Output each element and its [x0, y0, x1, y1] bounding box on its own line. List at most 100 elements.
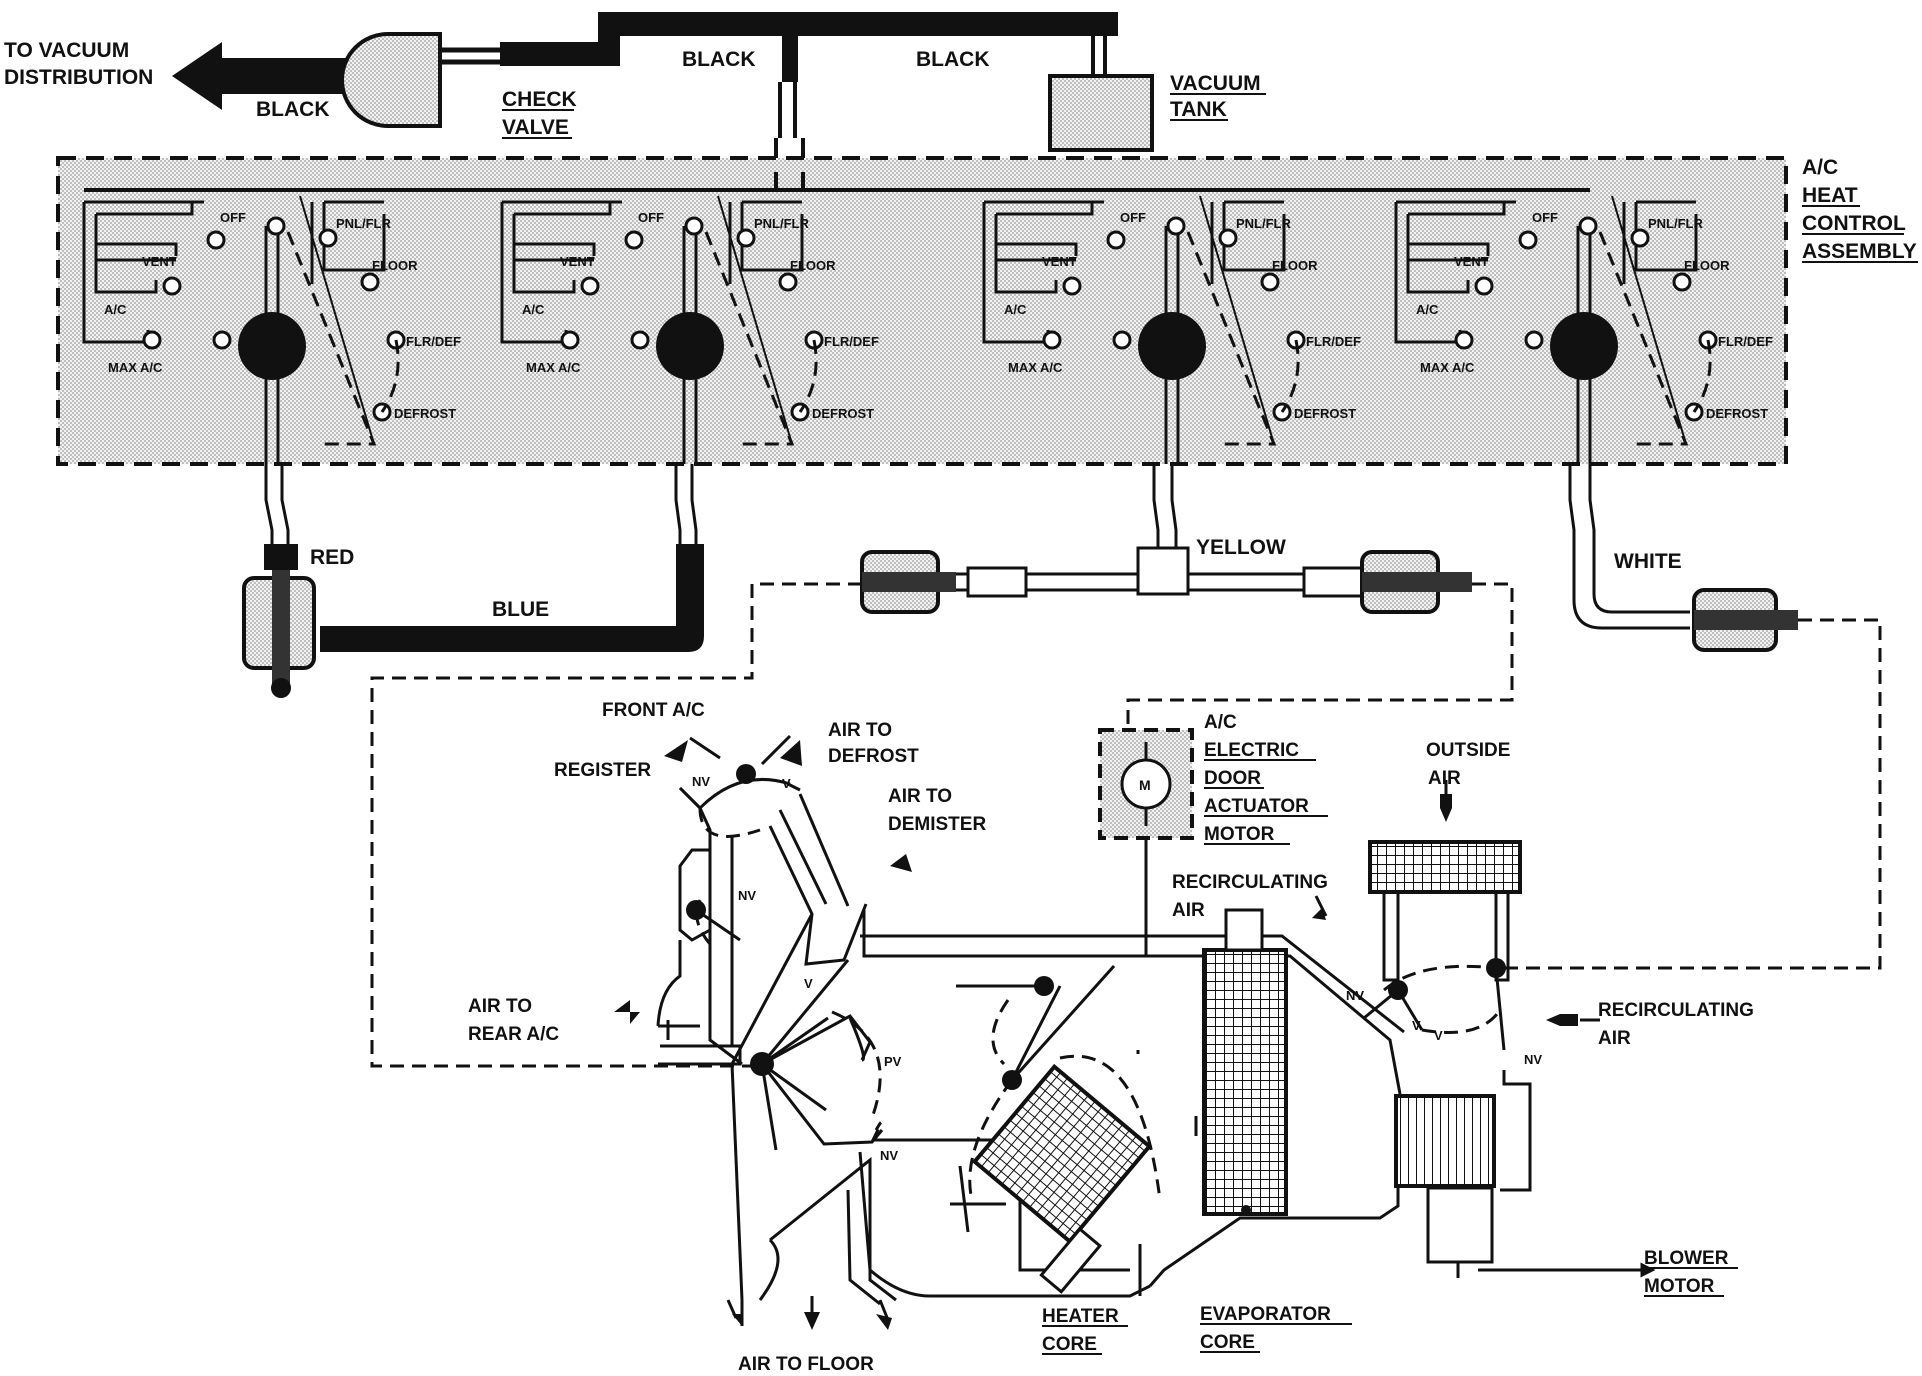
switch-label-off-2: OFF [638, 210, 664, 225]
evaporator-core [1202, 948, 1288, 1216]
label-outside-air: AIR [1428, 768, 1461, 789]
label-heater-core: CORE [1042, 1334, 1097, 1355]
label-panel-ac: A/C [1802, 156, 1838, 179]
switch-label-max-ac-4: MAX A/C [1420, 360, 1475, 375]
label-tank: TANK [1170, 98, 1227, 121]
label-air-to-rear-1: AIR TO [468, 996, 532, 1017]
air-ducts [656, 734, 1532, 1326]
rotary-knob-4 [1550, 312, 1618, 380]
blower-motor [1426, 1186, 1494, 1264]
rotary-knob-1 [238, 312, 306, 380]
switch-label-floor-1: FLOOR [372, 258, 418, 273]
arrow-to-vacuum-distribution [172, 42, 372, 110]
label-nv-2: NV [738, 888, 756, 903]
black-hose [500, 12, 1118, 82]
label-blower-motor: MOTOR [1644, 1276, 1715, 1297]
blue-hose [320, 544, 704, 652]
label-black-left: BLACK [256, 98, 330, 121]
check-valve [340, 32, 442, 128]
switch-label-max-ac-1: MAX A/C [108, 360, 163, 375]
switch-label-flr-def-1: FLR/DEF [406, 334, 461, 349]
label-white: WHITE [1614, 550, 1682, 573]
label-nv-3: NV [880, 1148, 898, 1163]
switch-label-floor-2: FLOOR [790, 258, 836, 273]
switch-label-ac-1: A/C [104, 302, 127, 317]
heater-core [971, 1063, 1153, 1294]
label-motor: MOTOR [1204, 824, 1275, 845]
label-assembly: ASSEMBLY [1802, 240, 1917, 263]
label-yellow: YELLOW [1196, 536, 1286, 559]
label-evaporator: EVAPORATOR [1200, 1304, 1331, 1325]
switch-label-floor-3: FLOOR [1272, 258, 1318, 273]
label-control: CONTROL [1802, 212, 1906, 235]
blower-wheel [1394, 1094, 1496, 1188]
switch-label-floor-4: FLOOR [1684, 258, 1730, 273]
outside-air-inlet [1368, 840, 1522, 894]
label-air-to-demister-1: AIR TO [888, 786, 952, 807]
label-valve: VALVE [502, 116, 569, 139]
switch-label-defrost-3: DEFROST [1294, 406, 1356, 421]
label-front-ac: FRONT A/C [602, 700, 705, 721]
label-actuator: ACTUATOR [1204, 796, 1309, 817]
switch-label-ac-3: A/C [1004, 302, 1027, 317]
selector-switch-4: OFF PNL/FLR VENT FLOOR A/C FLR/DEF MAX A/C DEFR… [1394, 195, 1773, 464]
label-nv-5: NV [1524, 1052, 1542, 1067]
switch-label-defrost-1: DEFROST [394, 406, 456, 421]
label-to-vacuum: TO VACUUM [4, 39, 129, 62]
switch-label-vent-4: VENT [1454, 254, 1489, 269]
switch-label-flr-def-4: FLR/DEF [1718, 334, 1773, 349]
label-vacuum: VACUUM [1170, 72, 1261, 95]
label-recirculating-1: RECIRCULATING [1172, 872, 1328, 893]
actuator-motor-icon: M [1139, 777, 1151, 793]
label-air-to-floor: AIR TO FLOOR [738, 1354, 874, 1375]
switch-label-defrost-2: DEFROST [812, 406, 874, 421]
switch-label-vent-2: VENT [560, 254, 595, 269]
label-heat: HEAT [1802, 184, 1858, 207]
switch-label-pnl-flr-3: PNL/FLR [1236, 216, 1291, 231]
label-v-3: V [1412, 1018, 1421, 1033]
label-air-to-defrost-2: DEFROST [828, 746, 919, 767]
label-v-4: V [1434, 1028, 1443, 1043]
switch-label-off-4: OFF [1532, 210, 1558, 225]
rotary-knob-2 [656, 312, 724, 380]
switch-label-vent-3: VENT [1042, 254, 1077, 269]
switch-label-defrost-4: DEFROST [1706, 406, 1768, 421]
control-assembly-panel [56, 156, 1788, 466]
label-black-right: BLACK [916, 48, 990, 71]
vacuum-tank [1048, 74, 1154, 152]
switch-label-pnl-flr-4: PNL/FLR [1648, 216, 1703, 231]
label-distribution: DISTRIBUTION [4, 66, 153, 89]
label-heater: HEATER [1042, 1306, 1119, 1327]
switch-label-off-3: OFF [1120, 210, 1146, 225]
label-v-2: V [804, 976, 813, 991]
label-actuator-ac: A/C [1204, 712, 1237, 733]
label-red: RED [310, 546, 354, 569]
switch-label-flr-def-3: FLR/DEF [1306, 334, 1361, 349]
hoses [242, 464, 1798, 698]
label-v-1: V [782, 776, 791, 791]
label-door: DOOR [1204, 768, 1261, 789]
label-air-to-defrost-1: AIR TO [828, 720, 892, 741]
label-register: REGISTER [554, 760, 651, 781]
selector-switch-2: OFF PNL/FLR VENT FLOOR A/C FLR/DEF MAX A/C DEFR… [500, 195, 879, 464]
switch-label-flr-def-2: FLR/DEF [824, 334, 879, 349]
switch-label-pnl-flr-2: PNL/FLR [754, 216, 809, 231]
switch-label-ac-4: A/C [1416, 302, 1439, 317]
label-recirculating-1-air: AIR [1172, 900, 1205, 921]
label-nv-4: NV [1346, 988, 1364, 1003]
label-black-mid: BLACK [682, 48, 756, 71]
label-air-to-demister-2: DEMISTER [888, 814, 986, 835]
selector-switch-3: OFF PNL/FLR VENT FLOOR A/C FLR/DEF MAX A/C DEFR… [982, 195, 1361, 464]
switch-label-ac-2: A/C [522, 302, 545, 317]
switch-label-max-ac-2: MAX A/C [526, 360, 581, 375]
switch-label-vent-1: VENT [142, 254, 177, 269]
switch-label-max-ac-3: MAX A/C [1008, 360, 1063, 375]
label-evaporator-core: CORE [1200, 1332, 1255, 1353]
vacuum-supply [172, 12, 1154, 172]
label-recirculating-2: RECIRCULATING [1598, 1000, 1754, 1021]
label-outside: OUTSIDE [1426, 740, 1510, 761]
label-recirculating-2-air: AIR [1598, 1028, 1631, 1049]
heater-door [950, 964, 1162, 1233]
switch-label-pnl-flr-1: PNL/FLR [336, 216, 391, 231]
